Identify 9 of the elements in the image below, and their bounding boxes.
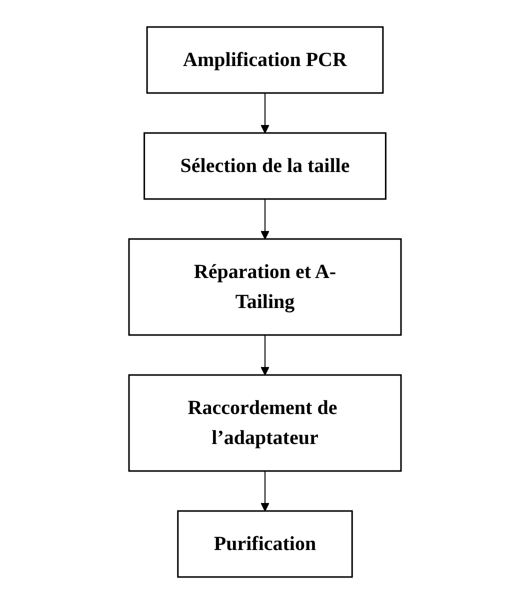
node-box: Purification bbox=[176, 510, 352, 578]
node-box: Réparation et A-Tailing bbox=[128, 238, 402, 336]
node-box: Amplification PCR bbox=[146, 26, 384, 94]
node-box: Raccordement de l’adaptateur bbox=[128, 374, 402, 472]
node-box: Sélection de la taille bbox=[143, 132, 386, 200]
arrow bbox=[260, 198, 269, 239]
arrow bbox=[260, 470, 269, 511]
arrow bbox=[260, 334, 269, 375]
arrow bbox=[260, 92, 269, 133]
